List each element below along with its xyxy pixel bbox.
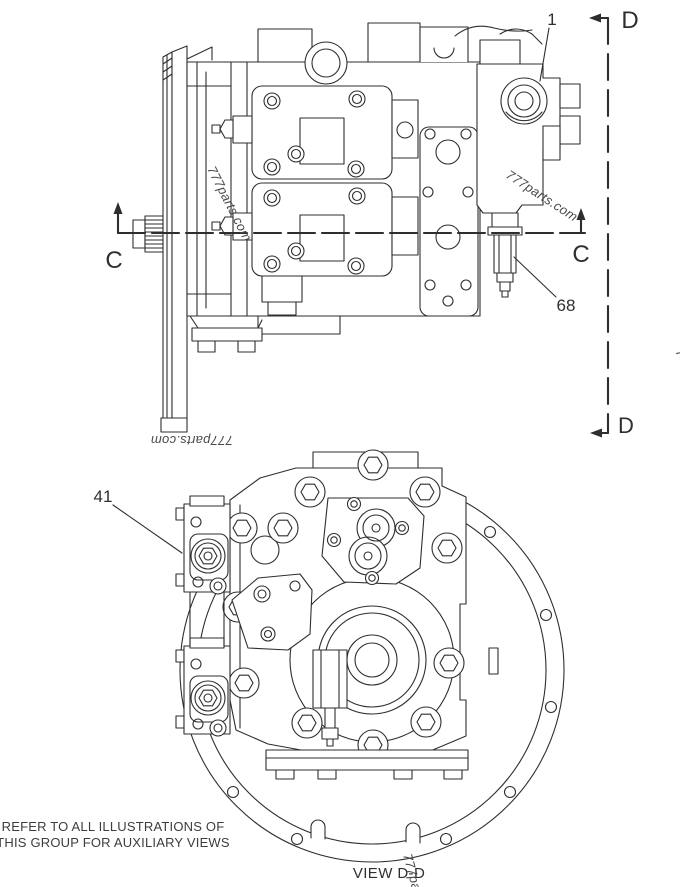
footnote-line2: THIS GROUP FOR AUXILIARY VIEWS: [0, 835, 230, 850]
watermark-middle-flipped: 777parts.com: [151, 433, 233, 448]
view-letter-d-bottom: D: [618, 413, 634, 438]
callout-solenoid: 68: [513, 256, 576, 315]
section-letter-c-right: C: [572, 241, 589, 268]
view-letter-d-top: D: [621, 7, 638, 34]
pilot-pump: [476, 39, 581, 214]
regulator-upper: [175, 495, 231, 595]
callout-regulator: 41: [94, 487, 183, 554]
base-rail: [265, 749, 469, 780]
section-letter-c-left: C: [105, 247, 122, 274]
regulator-lower: [175, 591, 231, 737]
footnote: REFER TO ALL ILLUSTRATIONS OF THIS GROUP…: [0, 819, 230, 850]
section-line-cc: C C: [105, 202, 590, 274]
bottom-view-drawing: 41 VIEW D-D: [94, 449, 565, 882]
relief-valve: [312, 649, 348, 747]
upper-valve-section: [211, 85, 419, 180]
view-dd-caption: VIEW D-D: [353, 865, 425, 882]
callout-1-label: 1: [547, 10, 556, 29]
bracket-plate: [231, 573, 313, 651]
view-line-dd: D D: [589, 7, 639, 438]
watermark-right-edge: 777parts.com: [673, 345, 680, 421]
mounting-flange: [160, 45, 213, 433]
solenoid-valve: [487, 212, 523, 298]
callout-pilot-pump: 1: [539, 10, 557, 82]
rim-holes: [226, 525, 558, 846]
port-mounting-plate: [419, 126, 479, 317]
top-view-drawing: C C D D 1 68: [105, 7, 638, 438]
callout-41-label: 41: [94, 487, 113, 506]
charge-pump: [321, 496, 425, 586]
footnote-line1: REFER TO ALL ILLUSTRATIONS OF: [2, 819, 225, 834]
mounting-foot: [189, 315, 263, 353]
lower-valve-section: [211, 182, 419, 316]
callout-68-label: 68: [557, 296, 576, 315]
